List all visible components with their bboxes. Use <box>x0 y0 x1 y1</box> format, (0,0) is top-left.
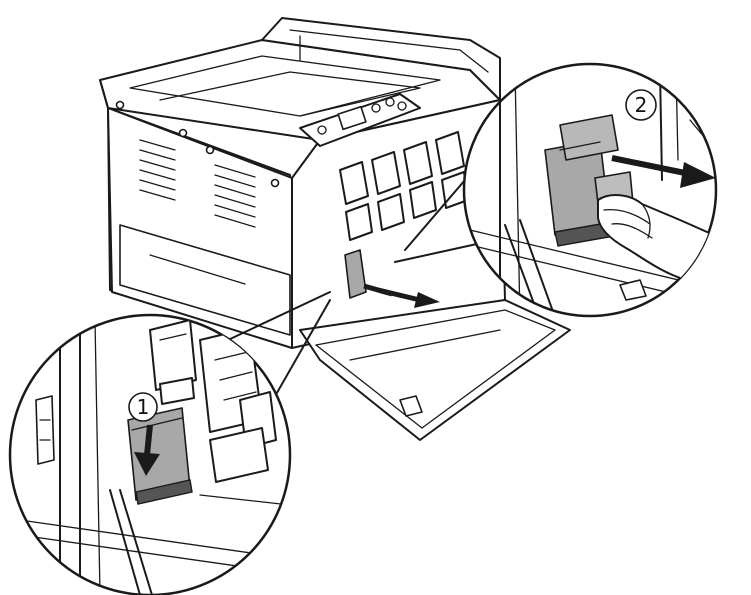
screw-icon <box>115 100 125 110</box>
button-icon <box>397 101 407 111</box>
button-icon <box>385 97 395 107</box>
side-vents <box>139 139 256 228</box>
pull-right-arrow-icon <box>611 155 716 188</box>
screw-icon <box>178 128 188 138</box>
step-2-circle <box>625 89 657 121</box>
button-icon <box>371 103 381 113</box>
toner-cartridges <box>339 131 469 241</box>
maintenance-box <box>344 249 367 299</box>
screw-icon <box>270 178 280 188</box>
detail-view-step-2: 2 <box>462 62 718 318</box>
step-2-number: 2 <box>635 93 648 117</box>
down-arrow-icon <box>134 424 160 476</box>
front-cover-open <box>299 299 571 441</box>
step-1-number: 1 <box>137 395 150 419</box>
step-1-circle <box>128 392 158 422</box>
lcd-screen <box>337 105 367 131</box>
button-icon <box>317 125 327 135</box>
control-panel <box>299 93 421 147</box>
printer-body <box>99 17 571 441</box>
hand-illustration <box>597 194 716 291</box>
detail-view-step-1: 1 <box>8 313 292 595</box>
screw-icon <box>205 145 215 155</box>
pull-right-arrow-icon <box>363 283 440 308</box>
